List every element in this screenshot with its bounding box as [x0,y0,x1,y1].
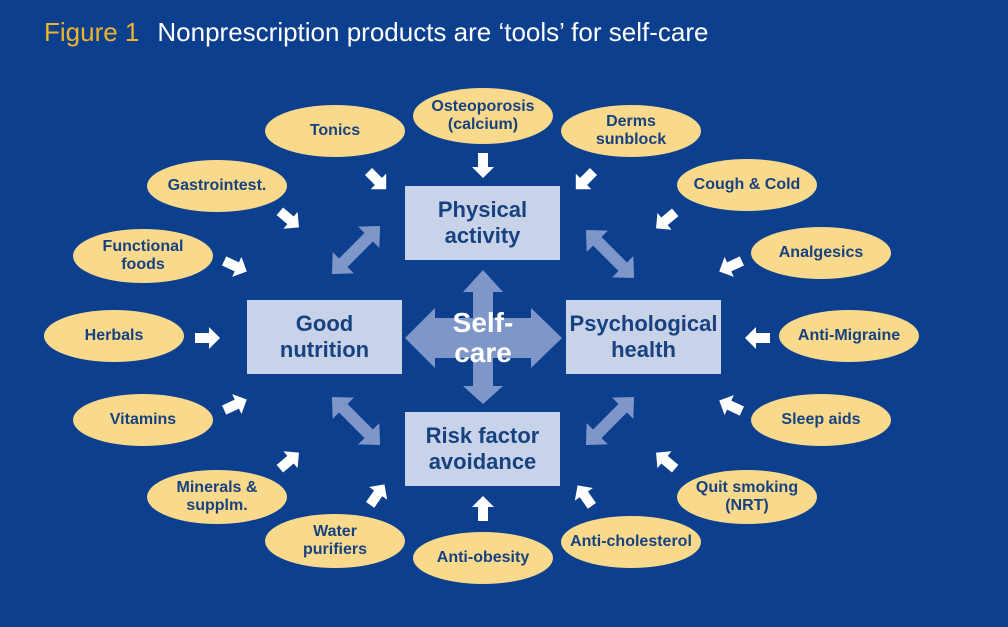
arrow-derms [575,167,598,190]
box-physical-activity: Physical activity [405,186,560,260]
nutrition-physical-arrow [331,225,381,275]
box-good-nutrition: Good nutrition [247,300,402,374]
figure-caption: Nonprescription products are ‘tools’ for… [157,17,709,47]
arrow-osteoporosis [472,153,494,178]
arrow-cough [656,208,679,230]
oval-sleep-aids: Sleep aids [751,394,891,446]
arrow-vitamins [222,394,247,415]
oval-cough-cold: Cough & Cold [677,159,817,211]
oval-vitamins: Vitamins [73,394,213,446]
oval-osteoporosis: Osteoporosis (calcium) [413,88,553,144]
oval-derms-sunblock: Derms sunblock [561,105,701,157]
arrow-obesity [472,496,494,521]
arrow-sleep [719,395,744,416]
oval-anti-cholesterol: Anti-cholesterol [561,516,701,568]
psychological-risk-arrow [585,396,635,446]
oval-water-purifiers: Water purifiers [265,514,405,568]
arrow-herbals [195,327,220,349]
arrow-cholesterol [574,485,596,509]
self-care-cross-arrows [405,270,562,404]
arrow-gastro [276,207,299,229]
diagonal-arrows [331,225,635,446]
oval-anti-obesity: Anti-obesity [413,532,553,584]
arrow-analgesics [719,256,744,277]
oval-functional-foods: Functional foods [73,229,213,283]
oval-minerals: Minerals & supplm. [147,470,287,524]
arrow-tonics [364,167,387,190]
oval-anti-migraine: Anti-Migraine [779,310,919,362]
arrow-minerals [276,451,299,473]
oval-analgesics: Analgesics [751,227,891,279]
oval-gastrointest: Gastrointest. [147,160,287,212]
product-arrows [195,153,770,521]
box-risk-factor-avoidance: Risk factor avoidance [405,412,560,486]
arrow-functional [222,256,247,277]
box-psychological-health: Psychological health [566,300,721,374]
figure-number: Figure 1 [44,17,140,47]
oval-tonics: Tonics [265,105,405,157]
arrow-smoking [656,451,679,473]
arrow-water [366,484,388,508]
nutrition-risk-arrow [331,396,381,446]
arrow-migraine [745,327,770,349]
oval-herbals: Herbals [44,310,184,362]
physical-psychological-arrow [585,229,635,279]
self-care-label: Self- care [452,307,514,368]
oval-quit-smoking: Quit smoking (NRT) [677,470,817,524]
figure-title: Figure 1 Nonprescription products are ‘to… [44,16,708,48]
